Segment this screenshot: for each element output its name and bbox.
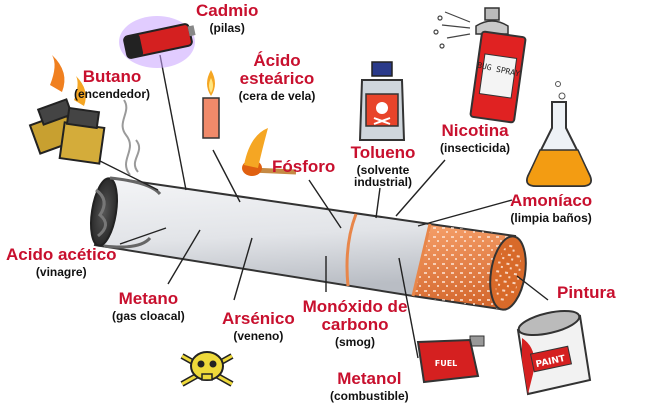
filter-seam <box>345 213 358 287</box>
label-arsenico: Arsénico (veneno) <box>222 310 295 342</box>
label-metanol-source: (combustible) <box>330 388 409 403</box>
label-amoniaco-source: (limpia baños) <box>510 210 592 225</box>
label-metano-name: Metano <box>118 289 179 308</box>
burning-tip <box>90 177 118 247</box>
paint-can-icon: PAINT <box>516 310 592 396</box>
cigarette-paper <box>93 176 432 298</box>
label-acido-acetico: Acido acético (vinagre) <box>6 246 117 278</box>
solvent-bottle-icon <box>358 61 406 141</box>
label-amoniaco: Amoníaco (limpia baños) <box>510 192 592 224</box>
bug-spray-icon: BUG SPRAY <box>433 7 527 124</box>
flask-icon <box>526 81 592 187</box>
matchstick-icon <box>242 128 297 176</box>
label-butano: Butano (encendedor) <box>74 68 150 100</box>
label-arsenico-source: (veneno) <box>233 328 284 343</box>
label-acido-estearico-source: (cera de vela) <box>238 88 316 103</box>
cigarette <box>90 176 527 311</box>
label-nicotina-source: (insecticida) <box>440 140 511 155</box>
label-fosforo: Fósforo <box>272 158 335 176</box>
label-amoniaco-name: Amoníaco <box>510 191 593 210</box>
label-pintura: Pintura <box>557 284 616 302</box>
label-fosforo-name: Fósforo <box>272 157 336 176</box>
label-monoxido-source: (smog) <box>335 334 375 349</box>
fuel-label-text: FUEL <box>435 359 458 368</box>
fuel-can-icon: FUEL <box>416 335 485 384</box>
svg-text:FUEL: FUEL <box>435 359 458 368</box>
battery-icon <box>119 16 196 68</box>
label-monoxido: Monóxido de carbono (smog) <box>298 298 412 348</box>
skull-icon <box>180 351 234 387</box>
label-acido-estearico: Ácido esteárico (cera de vela) <box>232 52 322 102</box>
label-cadmio: Cadmio (pilas) <box>196 2 258 34</box>
candle-icon <box>202 70 220 139</box>
label-cadmio-source: (pilas) <box>209 20 245 35</box>
label-pintura-name: Pintura <box>557 283 616 302</box>
label-acido-acetico-name: Acido acético <box>6 245 117 264</box>
label-butano-source: (encendedor) <box>74 86 151 101</box>
label-tolueno-name: Tolueno <box>350 143 416 162</box>
label-nicotina-name: Nicotina <box>441 121 509 140</box>
label-monoxido-name: Monóxido de carbono <box>302 297 408 334</box>
lighter-icon <box>28 55 106 165</box>
label-arsenico-name: Arsénico <box>222 309 295 328</box>
label-metano-source: (gas cloacal) <box>112 308 185 323</box>
label-acido-estearico-name: Ácido esteárico <box>239 51 315 88</box>
label-acido-acetico-source: (vinagre) <box>35 264 87 279</box>
label-tolueno-source: (solvente industrial) <box>353 162 412 190</box>
label-metanol-name: Metanol <box>337 369 402 388</box>
label-metano: Metano (gas cloacal) <box>112 290 185 322</box>
label-nicotina: Nicotina (insecticida) <box>440 122 510 154</box>
label-tolueno: Tolueno (solvente industrial) <box>345 144 421 189</box>
smoke-wisp <box>121 99 141 176</box>
label-butano-name: Butano <box>82 67 142 86</box>
label-cadmio-name: Cadmio <box>196 1 259 20</box>
label-metanol: Metanol (combustible) <box>330 370 409 402</box>
